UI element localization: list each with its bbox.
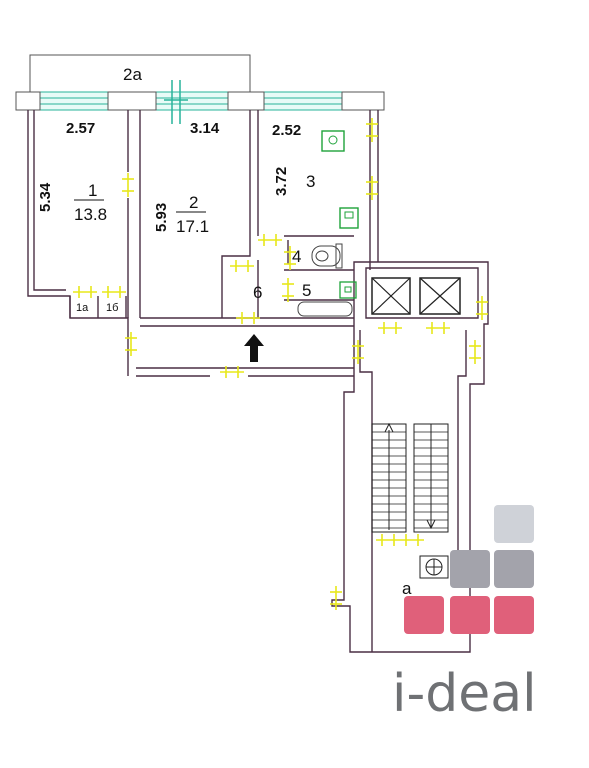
stair-arrows [384, 422, 436, 530]
room2-width-label: 3.14 [190, 120, 220, 137]
walls [27, 110, 379, 377]
garbage-chute-icon [419, 555, 449, 579]
stairs [371, 423, 449, 533]
room5-number-label: 5 [302, 281, 311, 300]
toilet-icon [311, 243, 343, 269]
closet-1a-label: 1a [76, 302, 89, 314]
room3-length-label: 3.72 [273, 167, 290, 196]
room3-number-label: 3 [306, 172, 315, 191]
elevators [371, 277, 461, 315]
room1-area-label: 13.8 [74, 205, 107, 224]
closet-1b-label: 1б [106, 302, 118, 314]
room4-number-label: 4 [292, 247, 301, 266]
brand-mark [404, 505, 534, 634]
bathtub-icon [297, 301, 353, 317]
room1-length-label: 5.34 [37, 182, 54, 212]
room1-width-label: 2.57 [66, 120, 95, 137]
balcony-label: 2a [123, 65, 142, 84]
balcony [29, 54, 251, 92]
labels: 2a 2.57 5.34 1 13.8 3.14 5.93 2 17.1 2.5… [37, 65, 412, 598]
stair-area-label: a [402, 579, 412, 598]
room1-number-label: 1 [88, 181, 97, 200]
room2-area-label: 17.1 [176, 217, 209, 236]
room2-number-label: 2 [189, 193, 198, 212]
fixtures [321, 130, 359, 299]
door-markers [73, 118, 488, 610]
room6-number-label: 6 [253, 283, 262, 302]
entrance-arrow-icon [244, 334, 264, 362]
room2-length-label: 5.93 [153, 203, 170, 232]
room3-width-label: 2.52 [272, 122, 301, 139]
window-strip [15, 80, 385, 124]
brand-logo: i-deal [392, 664, 537, 724]
